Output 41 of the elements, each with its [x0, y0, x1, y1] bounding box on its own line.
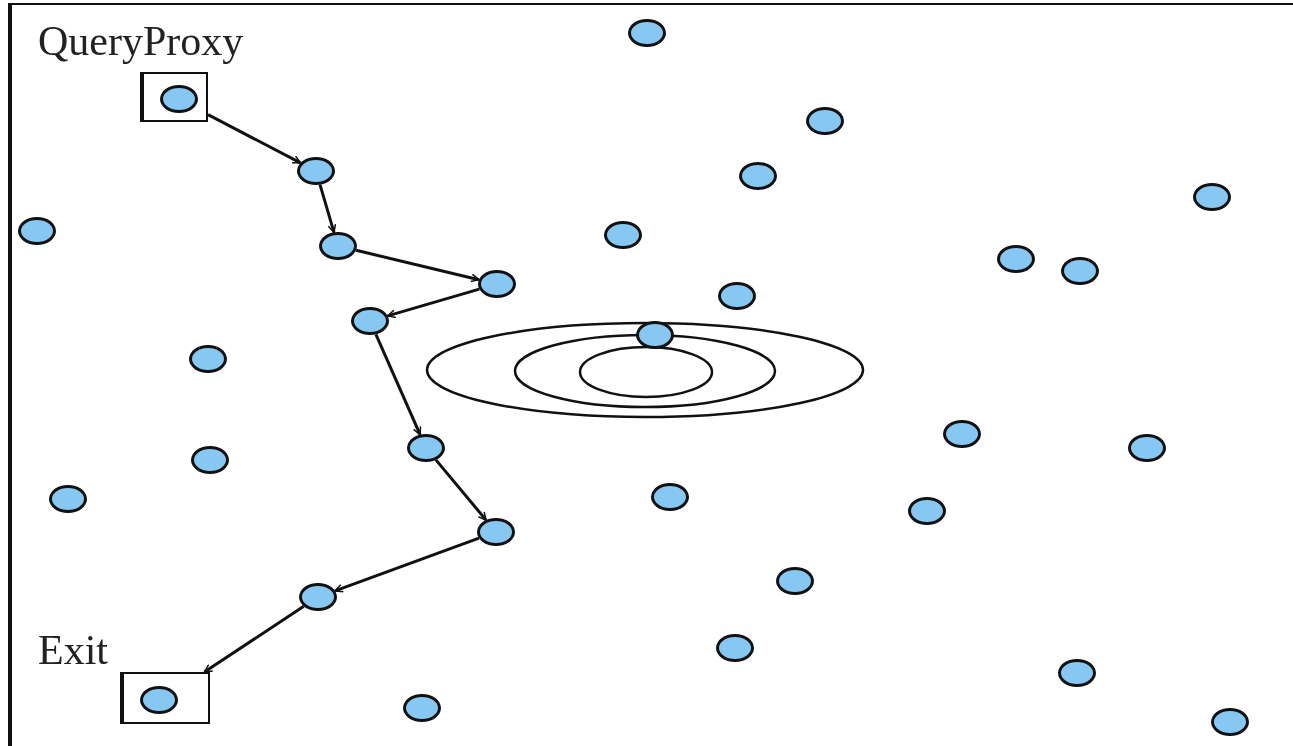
sensor-node-circle — [297, 157, 335, 185]
sensor-node-circle — [636, 321, 674, 349]
sensor-node-circle — [908, 497, 946, 525]
sensor-node-circle — [628, 19, 666, 47]
sensor-node-circle — [160, 85, 198, 113]
arrow — [203, 605, 305, 674]
sensor-node-circle — [319, 232, 357, 260]
sensor-node-circle — [299, 583, 337, 611]
sensor-node-circle — [140, 686, 178, 714]
arrow — [374, 333, 422, 436]
sensor-node-circle — [776, 567, 814, 595]
arrow — [334, 536, 480, 593]
sensor-node-circle — [1211, 708, 1249, 736]
sensor-node-circle — [943, 420, 981, 448]
node-label: QueryProxy — [38, 18, 244, 64]
sensor-node-circle — [604, 221, 642, 249]
arrow — [355, 248, 480, 283]
sensor-node-circle — [49, 485, 87, 513]
sensor-node-circle — [716, 634, 754, 662]
sensor-node-circle — [651, 483, 689, 511]
sensor-node-circle — [407, 434, 445, 462]
sensor-node-circle — [997, 245, 1035, 273]
arrow — [434, 458, 488, 522]
sensor-node-circle — [351, 307, 389, 335]
sensor-node-circle — [478, 270, 516, 298]
sensor-node-circle — [1061, 257, 1099, 285]
arrow — [318, 184, 337, 234]
sensor-node-circle — [1193, 183, 1231, 211]
sensor-node-circle — [806, 107, 844, 135]
sensor-node-circle — [1058, 659, 1096, 687]
sensor-node-circle — [191, 446, 229, 474]
sensor-node-circle — [18, 217, 56, 245]
sensor-node-circle — [403, 694, 441, 722]
sensor-node-circle — [477, 518, 515, 546]
arrow — [386, 287, 480, 319]
arrow — [207, 113, 302, 165]
sensor-node-circle — [1128, 434, 1166, 462]
sensor-node-circle — [739, 162, 777, 190]
sensor-node-circle — [718, 282, 756, 310]
node-label: Exit — [38, 627, 108, 673]
sensor-node-circle — [189, 345, 227, 373]
